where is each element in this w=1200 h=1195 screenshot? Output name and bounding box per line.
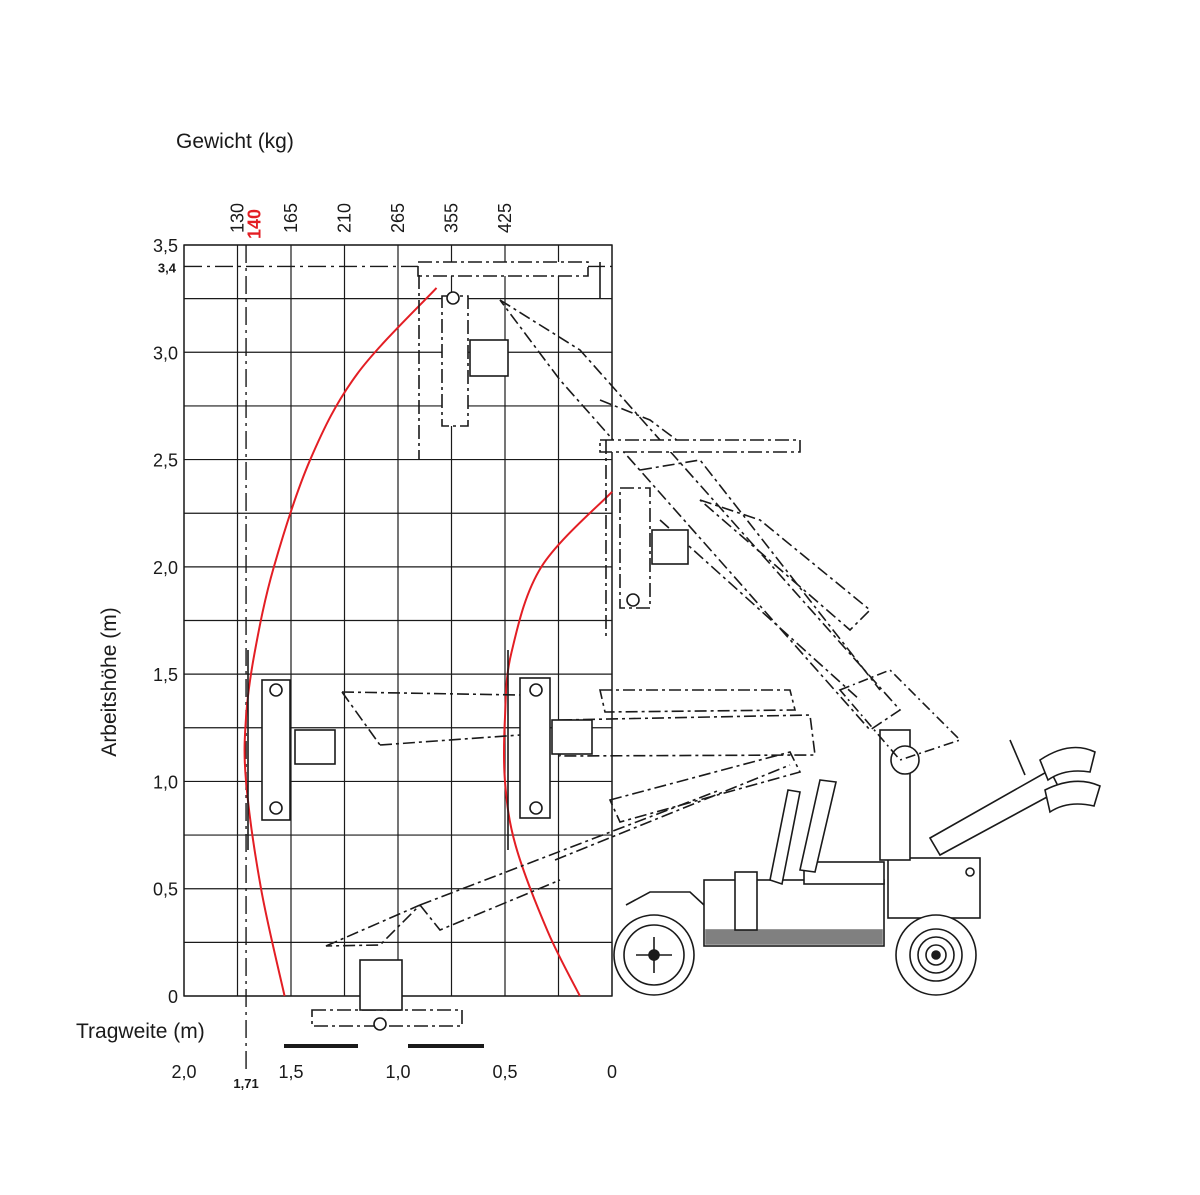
weight-tick-label: 265 bbox=[388, 203, 408, 233]
height-tick-label: 1,5 bbox=[153, 665, 178, 685]
chart-grid bbox=[183, 244, 613, 997]
boom-high bbox=[499, 299, 902, 732]
height-tick-label: 0 bbox=[168, 987, 178, 1007]
suction-frame-left bbox=[247, 650, 336, 850]
height-tick-labels: 0 0,5 1,0 1,5 2,0 2,5 3,0 3,5 3,4 bbox=[153, 236, 178, 1007]
weight-tick-label: 425 bbox=[495, 203, 515, 233]
steering-handle bbox=[928, 739, 1101, 857]
weight-highlight-label: 140 bbox=[245, 209, 265, 239]
load-curves bbox=[243, 287, 613, 997]
reach-tick-label: 1,0 bbox=[385, 1062, 410, 1082]
reach-tick-label: 1,5 bbox=[278, 1062, 303, 1082]
suction-frame-upper bbox=[599, 439, 801, 640]
machine-mast bbox=[769, 669, 962, 886]
weight-tick-labels: 130 165 210 265 355 425 140 bbox=[228, 203, 516, 239]
height-limit-label: 3,4 bbox=[158, 260, 177, 275]
rear-wheel bbox=[895, 914, 977, 996]
reach-tick-labels: 2,0 1,5 1,0 0,5 0 1,71 bbox=[171, 1062, 617, 1091]
height-tick-label: 3,5 bbox=[153, 236, 178, 256]
weight-axis-title: Gewicht (kg) bbox=[176, 130, 294, 153]
suction-frame-floor bbox=[284, 959, 484, 1048]
reach-tick-label: 0 bbox=[607, 1062, 617, 1082]
height-tick-label: 2,5 bbox=[153, 451, 178, 471]
boom-low bbox=[325, 751, 802, 947]
reach-axis-title: Tragweite (m) bbox=[76, 1020, 205, 1043]
suction-frame-top bbox=[417, 261, 601, 460]
reach-tick-label: 0,5 bbox=[492, 1062, 517, 1082]
height-axis-title: Arbeitshöhe (m) bbox=[98, 607, 121, 756]
weight-tick-label: 210 bbox=[335, 203, 355, 233]
load-curve-outer bbox=[243, 287, 438, 997]
weight-tick-label: 130 bbox=[228, 203, 248, 233]
load-curve-inner bbox=[502, 491, 613, 997]
vacuum-lifter-drawing bbox=[247, 261, 1101, 1048]
reach-limit-label: 1,71 bbox=[233, 1076, 258, 1091]
weight-tick-label: 165 bbox=[281, 203, 301, 233]
front-wheel bbox=[613, 914, 695, 996]
suction-frame-middle bbox=[507, 650, 593, 850]
weight-tick-label: 355 bbox=[442, 203, 462, 233]
height-tick-label: 3,0 bbox=[153, 343, 178, 363]
height-tick-label: 0,5 bbox=[153, 880, 178, 900]
height-tick-label: 1,0 bbox=[153, 772, 178, 792]
height-tick-label: 2,0 bbox=[153, 558, 178, 578]
machine-chassis bbox=[625, 857, 981, 947]
reach-tick-label: 2,0 bbox=[171, 1062, 196, 1082]
